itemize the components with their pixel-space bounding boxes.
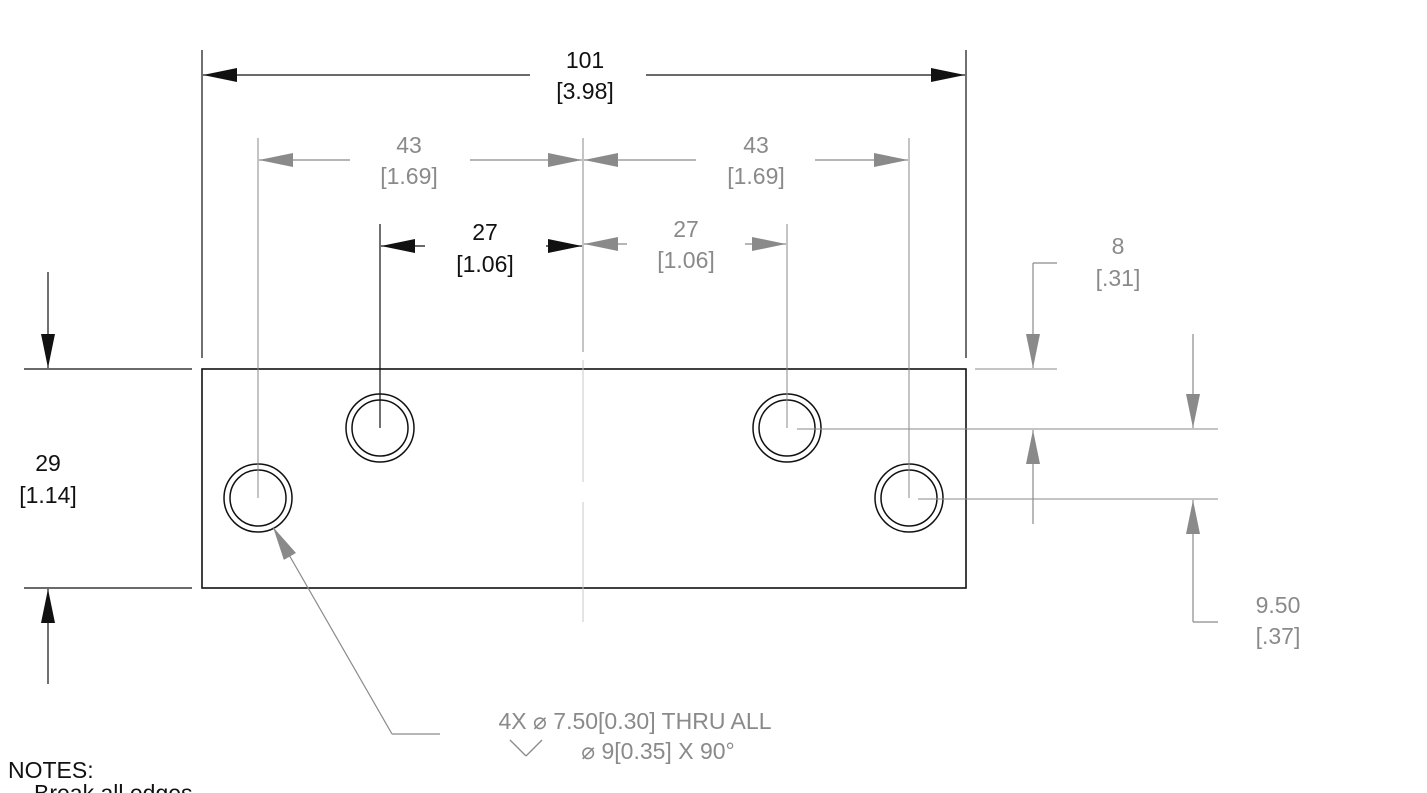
dim-top-offset-mm: 8 xyxy=(1112,233,1125,259)
dim-inner-right-mm: 27 xyxy=(673,216,699,242)
dim-inner-left-mm: 27 xyxy=(472,219,498,245)
dim-outer-left-inch: [1.69] xyxy=(380,163,438,189)
dim-overall-width-mm: 101 xyxy=(566,47,604,73)
dim-inner-spacing: 27 [1.06] 27 [1.06] xyxy=(379,216,788,428)
dim-top-offset-inch: [.31] xyxy=(1096,265,1141,291)
dim-inner-right-inch: [1.06] xyxy=(657,247,715,273)
notes-heading: NOTES: xyxy=(8,757,94,783)
part-outline xyxy=(201,368,967,589)
dim-height-mm: 29 xyxy=(35,450,61,476)
dim-top-offset: 8 [.31] xyxy=(975,233,1141,370)
callout-line-1: 4X ⌀ 7.50[0.30] THRU ALL xyxy=(499,708,772,734)
callout-line-2: ⌀ 9[0.35] X 90° xyxy=(581,738,734,764)
notes: NOTES: Break all edges xyxy=(8,757,193,793)
dim-hole-pitch-mm: 9.50 xyxy=(1256,592,1301,618)
dim-hole-pitch-inch: [.37] xyxy=(1256,623,1301,649)
dim-overall-width: 101 [3.98] xyxy=(201,47,967,358)
dim-outer-right-inch: [1.69] xyxy=(727,163,785,189)
notes-item: Break all edges xyxy=(34,780,193,793)
dim-outer-left-mm: 43 xyxy=(396,132,422,158)
dim-hole-pitch: 9.50 [.37] xyxy=(797,334,1300,649)
dim-overall-width-inch: [3.98] xyxy=(556,78,614,104)
dim-outer-spacing: 43 [1.69] 43 [1.69] xyxy=(257,132,910,498)
hole-callout: 4X ⌀ 7.50[0.30] THRU ALL ⌀ 9[0.35] X 90° xyxy=(272,526,772,764)
dim-inner-left-inch: [1.06] xyxy=(456,251,514,277)
countersink-icon xyxy=(509,739,543,757)
dim-height-inch: [1.14] xyxy=(19,482,77,508)
dim-height: 29 [1.14] xyxy=(19,272,192,684)
dim-outer-right-mm: 43 xyxy=(743,132,769,158)
